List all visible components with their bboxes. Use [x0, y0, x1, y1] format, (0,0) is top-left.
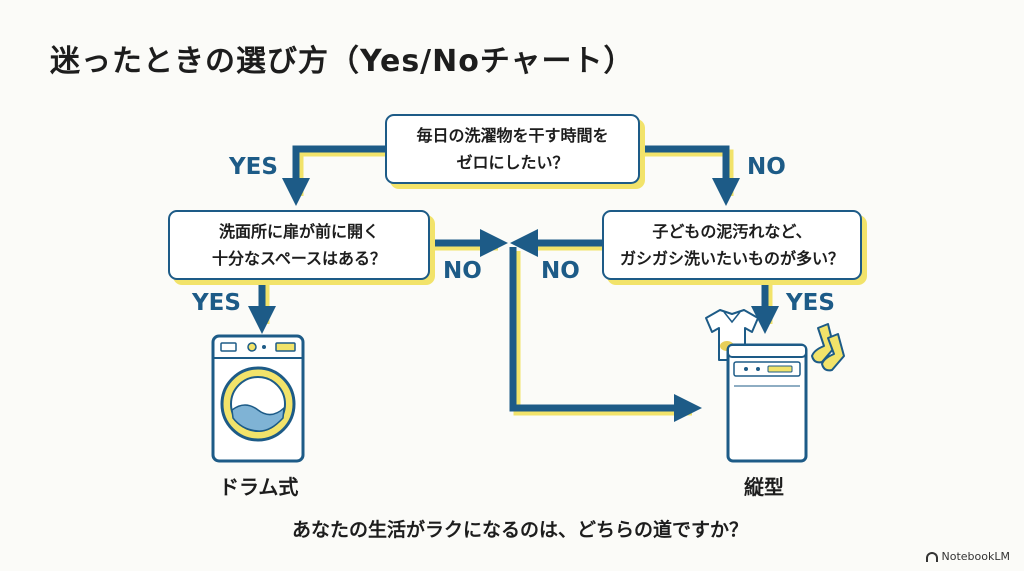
label-q1-no: NO [747, 154, 786, 180]
brand-watermark: NotebookLM [925, 550, 1010, 563]
question-box-space: 洗面所に扉が前に開く 十分なスペースはある？ [168, 210, 430, 280]
result-drum-label: ドラム式 [219, 475, 299, 499]
brand-name: NotebookLM [941, 550, 1010, 563]
q1-yes-arrow [282, 145, 385, 206]
question-space-line1: 洗面所に扉が前に開く [218, 222, 379, 241]
question-box-heavy-wash: 子どもの泥汚れなど、 ガシガシ洗いたいものが多い？ [602, 210, 862, 280]
footer-question: あなたの生活がラクになるのは、どちらの道ですか？ [292, 519, 749, 541]
label-q3-no: NO [541, 258, 580, 284]
question-heavy-wash-line2: ガシガシ洗いたいものが多い？ [619, 249, 844, 268]
page-title: 迷ったときの選び方（Yes/Noチャート） [50, 44, 635, 79]
socks-icon [811, 323, 845, 372]
merge-to-vertical-arrow [509, 247, 702, 422]
label-q3-yes: YES [786, 290, 835, 316]
q1-no-arrow [640, 145, 740, 206]
notebooklm-logo-icon [925, 551, 938, 562]
question-box-dry-time: 毎日の洗濯物を干す時間を ゼロにしたい？ [385, 114, 640, 184]
question-space-line2: 十分なスペースはある？ [211, 249, 387, 268]
label-q2-no: NO [443, 258, 482, 284]
drum-washer-icon [211, 334, 305, 463]
question-heavy-wash-line1: 子どもの泥汚れなど、 [652, 222, 812, 241]
result-vertical-label: 縦型 [744, 475, 784, 499]
label-q2-yes: YES [192, 290, 241, 316]
label-q1-yes: YES [229, 154, 278, 180]
top-loader-washer-icon [726, 343, 808, 463]
question-dry-time-line2: ゼロにしたい？ [456, 153, 569, 172]
question-dry-time-line1: 毎日の洗濯物を干す時間を [416, 126, 609, 145]
